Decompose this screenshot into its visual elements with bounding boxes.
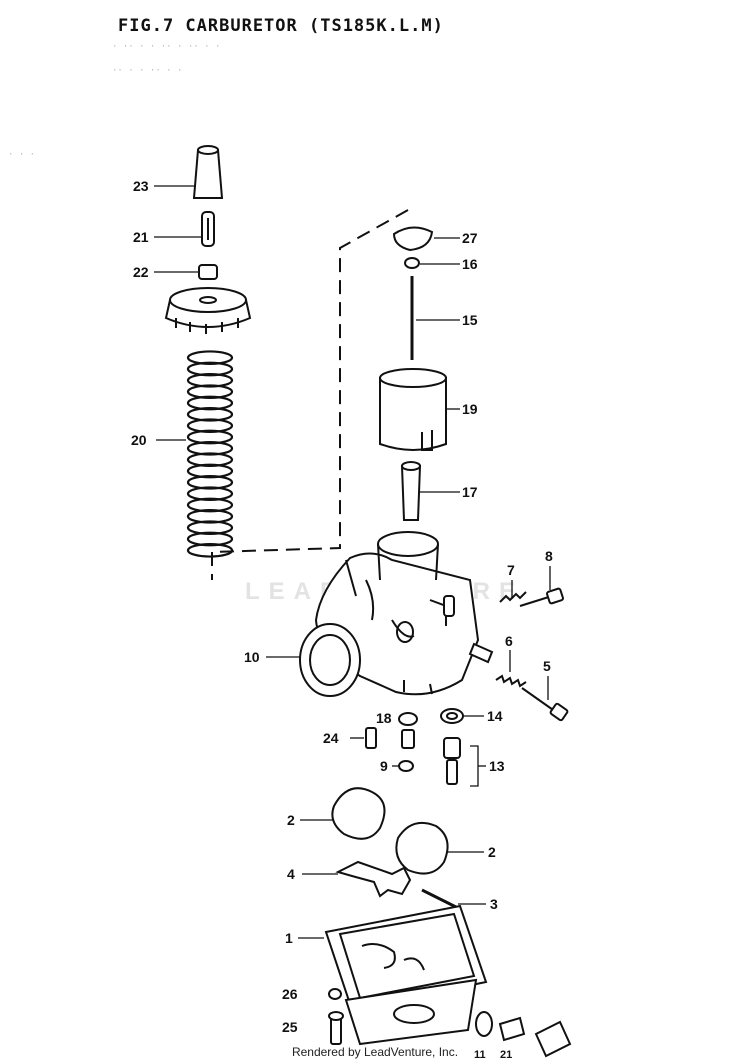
part-label-2-right: 2 [488,844,496,860]
part-label-25: 25 [282,1019,298,1035]
part-label-23: 23 [133,178,149,194]
part-23-cap [192,145,224,199]
part-label-22: 22 [133,264,149,280]
spring-coil [186,508,234,524]
part-17-needle-jet [400,461,422,521]
part-label-3: 3 [490,896,498,912]
part-19-throttle-valve [379,368,447,451]
part-2-float-right [395,822,449,875]
footer-credit: Rendered by LeadVenture, Inc. [291,1045,459,1059]
spring-coil [186,407,234,422]
spring-coil [186,531,234,547]
part-5-screw [521,687,569,722]
part-label-6: 6 [505,633,513,649]
part-label-7: 7 [507,562,515,578]
spring-coil [186,384,234,399]
spring-coil [186,373,234,388]
part-3-pin [421,888,459,910]
part-label-16: 16 [462,256,478,272]
spring-coil [186,361,234,377]
part-label-20: 20 [131,432,147,448]
part-label-5: 5 [543,658,551,674]
part-14-o-ring [440,708,464,724]
part-2-float-left [331,787,386,840]
part-18-washer [398,712,418,726]
part-label-13: 13 [489,758,505,774]
leader-lines [154,185,551,939]
part-13-jet-assembly [443,737,461,785]
part-label-11: 11 [474,1049,486,1061]
part-4-float-arm [335,860,412,898]
spring-coil [186,350,234,365]
part-7-spring [499,591,527,603]
spring-coil [186,520,234,536]
part-label-27: 27 [462,230,478,246]
part-24-screw [365,727,377,749]
part-8-screw [519,587,564,607]
spring-coil [186,475,234,490]
part-21-screw [201,211,215,247]
part-label-15: 15 [462,312,478,328]
spring-coil [186,542,234,558]
part-fitting-large [534,1020,572,1058]
scan-noise: ·· · · ·· · · [112,66,183,76]
part-top-cap [164,287,252,334]
part-20-spring [186,350,234,558]
spring-coil [186,395,234,411]
spring-coil [186,452,234,467]
part-label-9: 9 [380,758,388,774]
part-1-float-bowl [324,904,488,1046]
part-label-19: 19 [462,401,478,417]
part-label-21: 21 [133,229,149,245]
part-22-nut [198,264,218,280]
spring-coil [186,497,234,513]
part-label-18: 18 [376,710,392,726]
spring-coil [186,418,234,433]
assembly-guide-line [211,209,409,580]
part-6-spring [495,674,527,688]
part-label-4: 4 [287,866,295,882]
part-label-17: 17 [462,484,478,500]
part-label-24: 24 [323,730,339,746]
scan-noise: · · · [8,150,36,160]
diagram-title: FIG.7 CARBURETOR (TS185K.L.M) [118,16,444,36]
spring-coil [186,463,234,479]
part-jet [401,729,415,749]
part-label-2-left: 2 [287,812,295,828]
part-25-screw [328,1011,344,1045]
scan-noise: · ·· · · ·· · ·· · · [112,42,221,52]
part-label-10: 10 [244,649,260,665]
part-label-26: 26 [282,986,298,1002]
part-10-carburetor-body [299,531,494,697]
part-label-21-lower: 21 [500,1049,513,1061]
spring-coil [186,441,234,456]
part-9-washer [398,760,414,772]
part-label-1: 1 [285,930,293,946]
spring-coil [186,429,234,445]
part-27-plate [392,226,434,252]
part-16-clip [404,257,420,269]
part-label-14: 14 [487,708,503,724]
part-label-8: 8 [545,548,553,564]
part-26-plug [328,988,342,1000]
spring-coil [186,486,234,501]
part-11-gasket [475,1011,493,1037]
part-fitting [498,1016,526,1042]
